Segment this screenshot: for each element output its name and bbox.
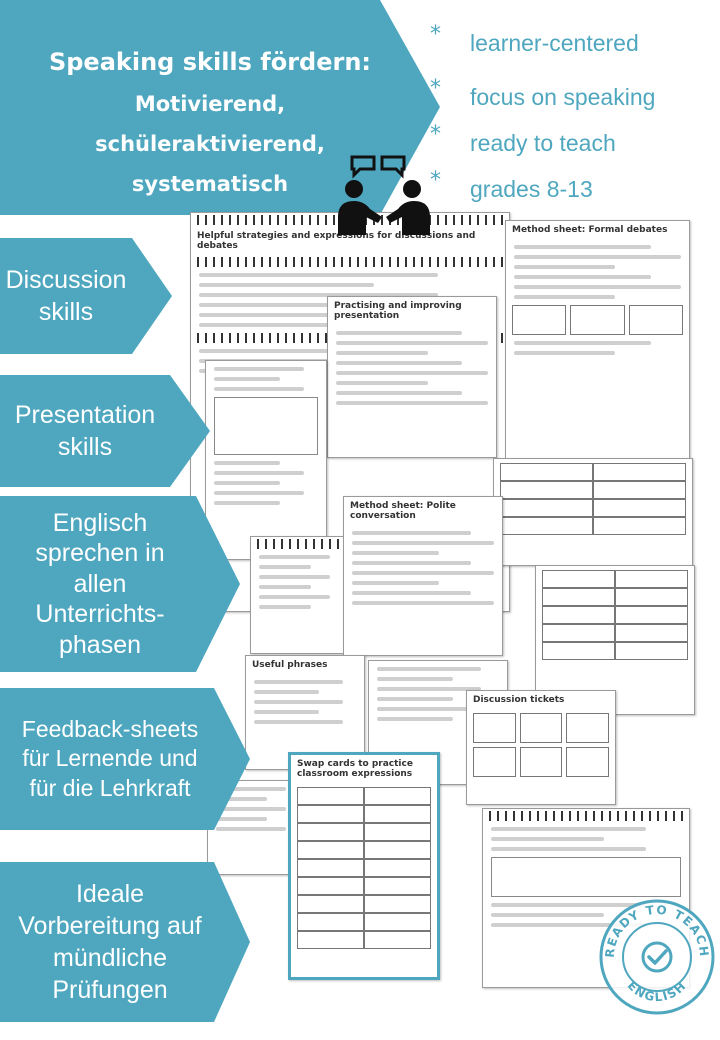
feature-text: ready to teach: [470, 130, 616, 156]
arrow-presentation-skills: Presentation skills: [0, 375, 210, 487]
arrow-discussion-skills: Discussion skills: [0, 238, 172, 354]
title-banner: Speaking skills fördern: Motivierend, sc…: [0, 0, 440, 215]
worksheet-formal-debate: Method sheet: Formal debates: [505, 220, 690, 460]
arrow-line: Feedback-sheets: [21, 715, 199, 742]
asterisk-bullet: *: [430, 22, 441, 47]
arrow-line: skills: [57, 433, 113, 461]
worksheet-title: Useful phrases: [252, 660, 328, 670]
arrow-line: Englisch: [52, 508, 148, 537]
spiral-binding: [197, 257, 503, 267]
arrow-pruefungen: Ideale Vorbereitung auf mündliche Prüfun…: [0, 862, 250, 1022]
ready-to-teach-badge: READY TO TEACH ENGLISH: [599, 899, 715, 1015]
arrow-line: für die Lehrkraft: [29, 774, 191, 801]
worksheet-title: Practising and improving presentation: [334, 301, 462, 321]
arrow-line: mündliche: [53, 944, 167, 972]
arrow-line: sprechen in: [35, 539, 165, 568]
worksheet-presentation-notes: [205, 360, 327, 560]
worksheet-title: Method sheet: Polite conversation: [350, 501, 456, 521]
banner-line-3: systematisch: [131, 172, 289, 196]
worksheet-useful-phrases: Useful phrases: [245, 655, 365, 770]
banner-line-2: schüleraktivierend,: [95, 132, 325, 156]
worksheet-conversation: Method sheet: Polite conversation: [343, 496, 503, 656]
two-people-speech-bubbles-icon: [338, 155, 430, 235]
worksheet-title: Helpful strategies and expressions for d…: [197, 231, 476, 251]
worksheet-feedback-partner: [207, 780, 302, 875]
worksheet-discussion-tickets: Discussion tickets: [466, 690, 616, 805]
asterisk-bullet: *: [430, 168, 441, 193]
arrow-line: Prüfungen: [52, 976, 168, 1004]
worksheet-feedback-table: [493, 458, 693, 566]
banner-title: Speaking skills fördern:: [48, 48, 372, 76]
arrow-line: allen: [73, 569, 127, 598]
checkmark-seal-icon: [641, 941, 673, 973]
feature-text: learner-centered: [470, 30, 639, 56]
feature-text: grades 8-13: [470, 176, 593, 202]
arrow-line: Vorbereitung auf: [18, 912, 202, 940]
worksheet-swap-cards: Swap cards to practice classroom express…: [288, 752, 440, 980]
arrow-line: skills: [38, 298, 94, 326]
arrow-line: phasen: [58, 630, 142, 659]
arrow-line: Ideale: [75, 880, 145, 908]
worksheet-title: Swap cards to practice classroom express…: [297, 759, 413, 779]
feature-text: focus on speaking: [470, 84, 656, 110]
worksheet-speaking: [250, 536, 346, 654]
asterisk-bullet: *: [430, 122, 441, 147]
arrow-feedback-sheets: Feedback-sheets für Lernende und für die…: [0, 688, 250, 830]
arrow-line: Unterrichts-: [35, 600, 165, 629]
arrow-line: für Lernende und: [22, 745, 198, 772]
arrow-line: Discussion: [5, 266, 127, 294]
worksheet-title: Discussion tickets: [473, 695, 565, 705]
worksheet-title: Method sheet: Formal debates: [512, 225, 668, 235]
worksheet-presentation: Practising and improving presentation: [327, 296, 497, 458]
arrow-englisch-sprechen: Englisch sprechen in allen Unterrichts- …: [0, 496, 240, 672]
arrow-line: Presentation: [14, 401, 156, 429]
banner-line-1: Motivierend,: [134, 92, 286, 116]
asterisk-bullet: *: [430, 76, 441, 101]
